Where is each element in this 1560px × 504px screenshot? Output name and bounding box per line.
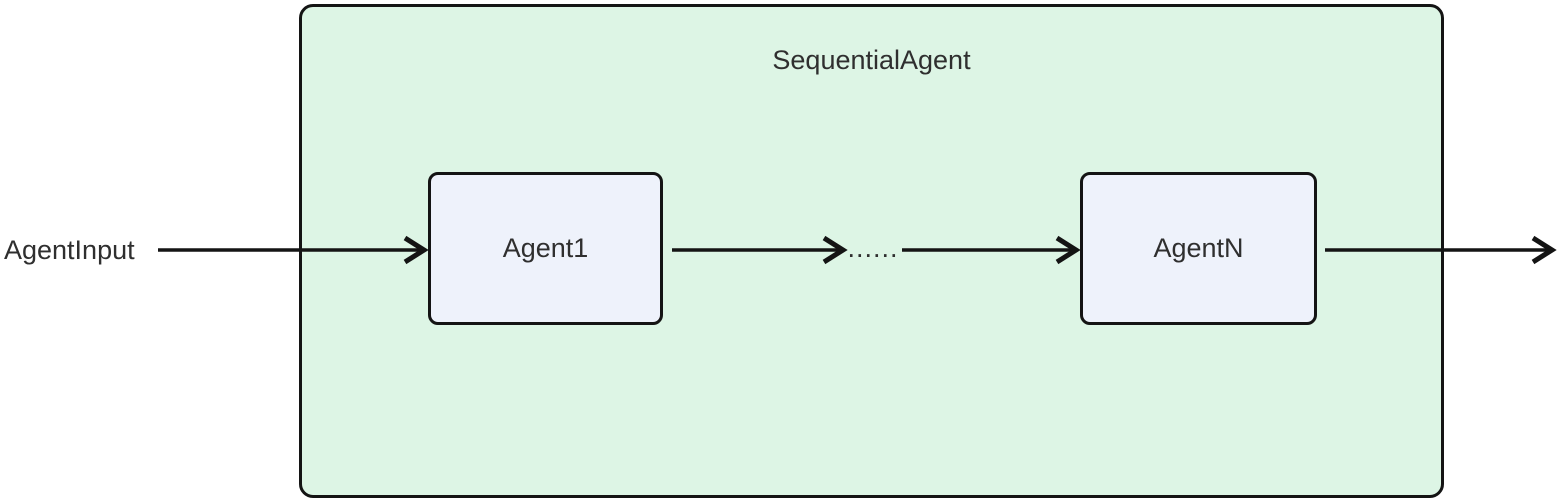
node-agent1: Agent1 <box>428 172 663 325</box>
node-agentn: AgentN <box>1080 172 1317 325</box>
ellipsis-edge-label: ...... <box>847 233 899 263</box>
node-agentn-label: AgentN <box>1153 233 1244 263</box>
container-title-label: SequentialAgent <box>772 45 971 75</box>
node-agent1-label: Agent1 <box>502 233 589 263</box>
agent-input-label: AgentInput <box>4 235 135 265</box>
